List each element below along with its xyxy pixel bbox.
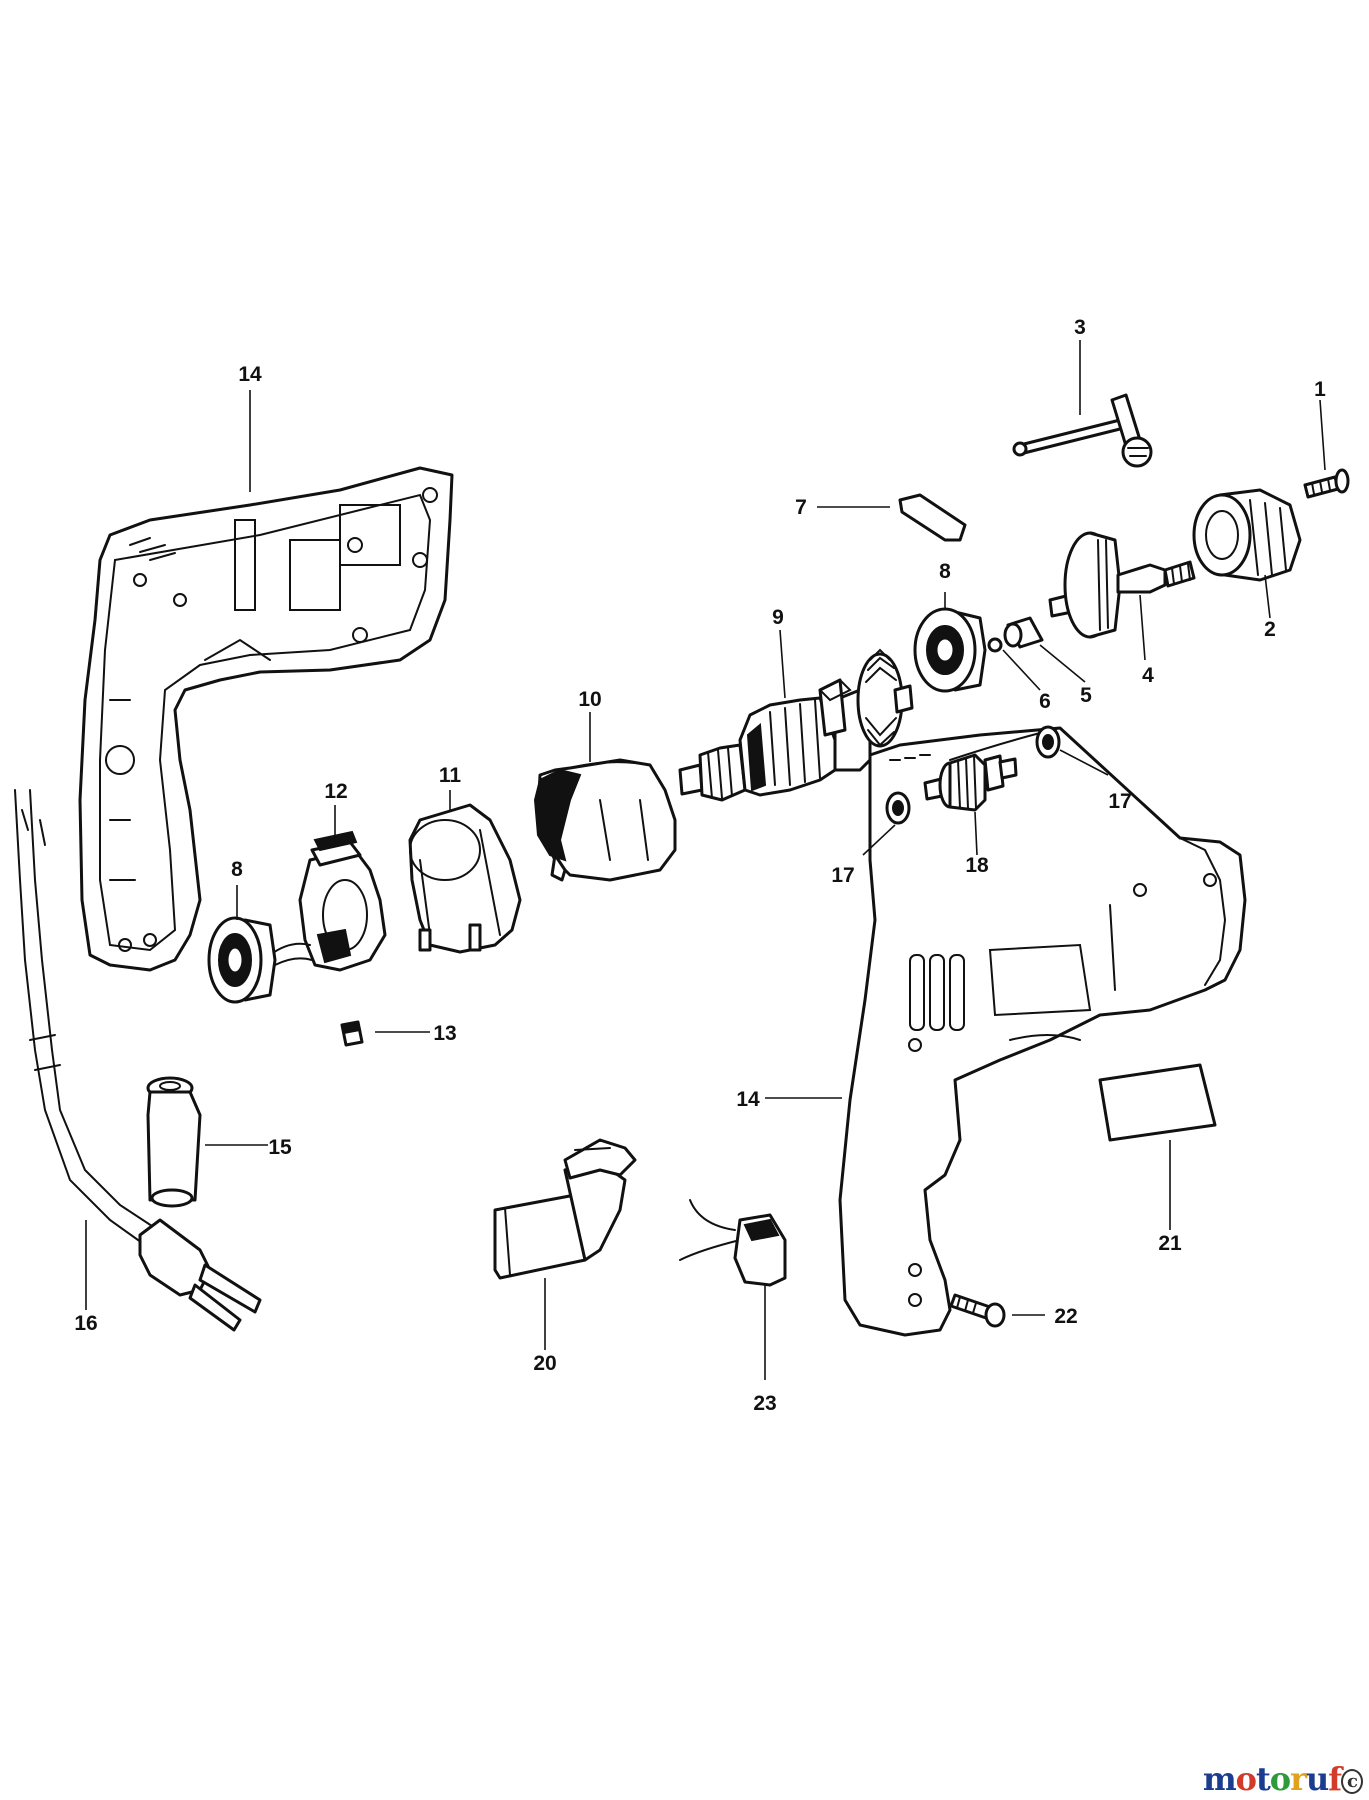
intermediate-gear [923, 753, 1018, 812]
callout-11: 11 [439, 764, 462, 787]
ball [987, 637, 1003, 653]
callout-14-left: 14 [238, 363, 262, 386]
capacitor [679, 1199, 787, 1287]
callout-9: 9 [772, 606, 784, 629]
carbon-brush [340, 1020, 364, 1047]
callout-labels: 1 2 3 4 5 6 7 8 9 10 11 12 13 14 14 15 1… [74, 316, 1326, 1415]
callout-14-right: 14 [736, 1088, 760, 1111]
callout-23: 23 [753, 1392, 776, 1415]
callout-2: 2 [1264, 618, 1276, 641]
callout-17-upper: 17 [1108, 790, 1131, 813]
callout-8-right: 8 [939, 560, 951, 583]
callout-22: 22 [1054, 1305, 1077, 1328]
chuck [1192, 488, 1302, 582]
callout-8-left: 8 [231, 858, 243, 881]
watermark-badge: c [1341, 1769, 1363, 1794]
callout-3: 3 [1074, 316, 1086, 339]
leader-lines [85, 340, 1326, 1380]
fan-baffle [408, 803, 522, 954]
callout-20: 20 [533, 1352, 556, 1375]
drill-assembled-right [838, 726, 1247, 1337]
key-strip [898, 493, 967, 542]
chuck-screw [1303, 468, 1350, 499]
callout-10: 10 [578, 688, 601, 711]
watermark-char: f [1328, 1760, 1342, 1798]
label-plate [1098, 1063, 1217, 1142]
callout-13: 13 [433, 1022, 456, 1045]
switch-trigger [493, 1138, 637, 1280]
callout-21: 21 [1158, 1232, 1182, 1255]
callout-6: 6 [1039, 690, 1051, 713]
callout-1: 1 [1314, 378, 1326, 401]
callout-4: 4 [1142, 664, 1154, 687]
callout-7: 7 [795, 496, 807, 519]
bearing-right [913, 607, 987, 693]
nut-lower [885, 791, 911, 825]
cord-grommet [146, 1076, 202, 1208]
spindle-gear [1048, 531, 1196, 639]
watermark-char: t [1256, 1760, 1271, 1798]
field-stator [533, 758, 677, 882]
nut-upper [1035, 725, 1061, 759]
callout-16: 16 [74, 1312, 97, 1335]
callout-12: 12 [324, 780, 347, 803]
watermark-char: o [1269, 1760, 1291, 1798]
bearing-left [207, 916, 277, 1004]
watermark-char: m [1202, 1760, 1237, 1798]
callout-18: 18 [965, 854, 989, 877]
watermark-char: u [1306, 1760, 1329, 1798]
callout-5: 5 [1080, 684, 1092, 707]
bushing [1003, 616, 1044, 649]
callout-17-lower: 17 [831, 864, 854, 887]
brush-holder [269, 830, 387, 972]
housing-screw [949, 1293, 1006, 1328]
power-plug [138, 1218, 262, 1332]
housing-half-left [78, 466, 454, 972]
power-cord [14, 789, 156, 1246]
callout-15: 15 [268, 1136, 292, 1159]
watermark-char: o [1235, 1760, 1257, 1798]
chuck-key [1012, 393, 1153, 468]
watermark-char: r [1290, 1760, 1307, 1798]
armature [678, 648, 914, 802]
